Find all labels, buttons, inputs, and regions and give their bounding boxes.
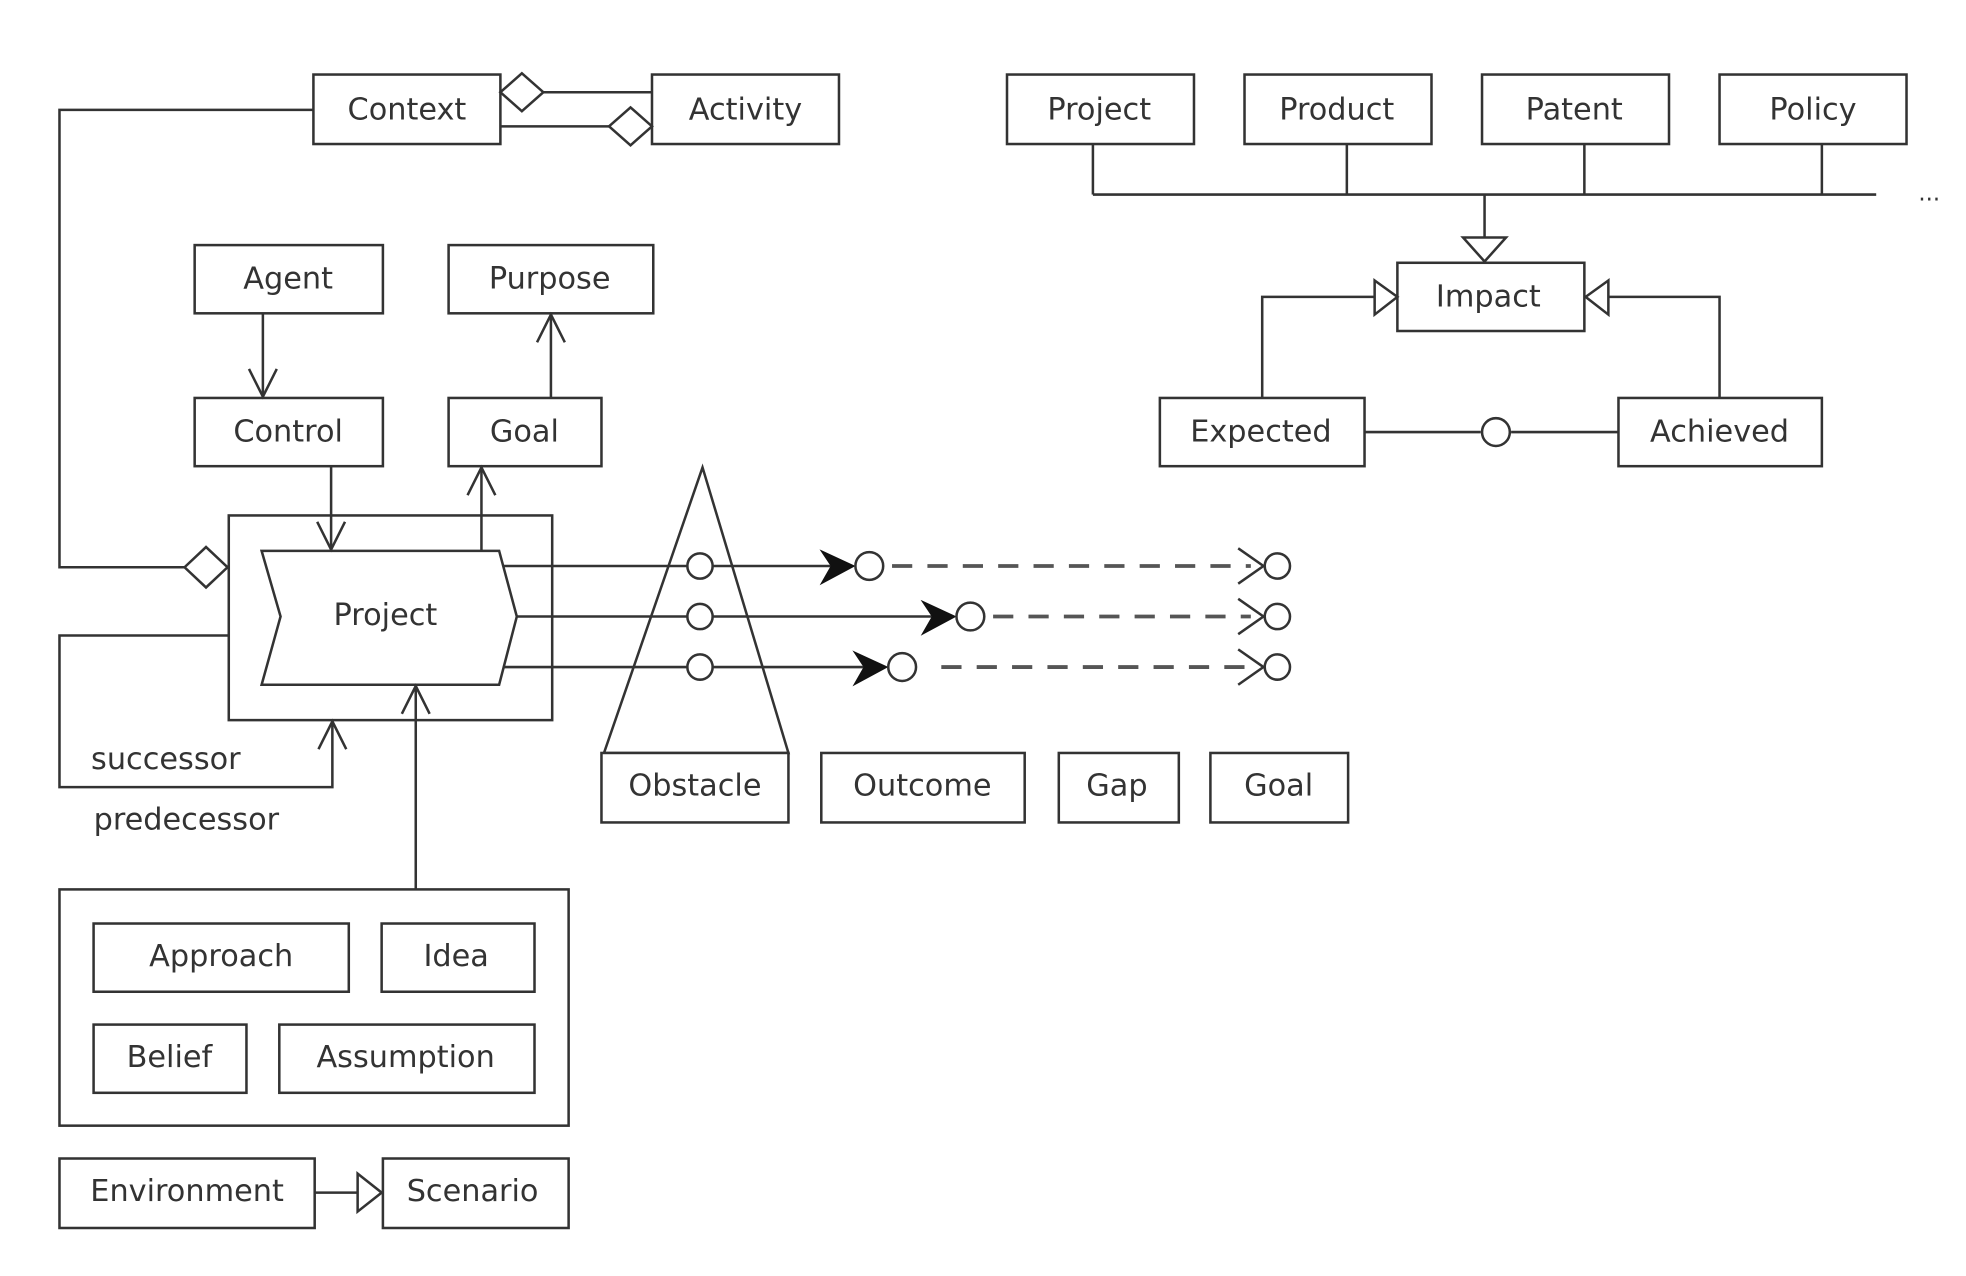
expected-label: Expected — [1190, 415, 1331, 450]
successor-label: successor — [91, 742, 241, 777]
output-line-2 — [516, 597, 1292, 636]
arrow-head-icon — [316, 521, 347, 553]
predecessor-label: predecessor — [94, 802, 280, 837]
ellipsis-more: ... — [1918, 180, 1940, 206]
idea-node[interactable]: Idea — [380, 922, 536, 994]
expected-node[interactable]: Expected — [1158, 396, 1366, 468]
generalization-triangle-icon — [1460, 236, 1509, 264]
agent-node[interactable]: Agent — [193, 243, 385, 315]
environment-scenario-generalization — [314, 1171, 384, 1215]
purpose-node[interactable]: Purpose — [447, 243, 655, 315]
approach-label: Approach — [149, 939, 293, 974]
control-project-arrow — [316, 466, 347, 553]
arrow-head-icon — [247, 368, 278, 400]
impact-source-patent[interactable]: Patent — [1480, 73, 1671, 146]
filled-arrow-icon — [852, 650, 889, 687]
generalization-triangle-icon — [356, 1171, 384, 1215]
scenario-label: Scenario — [407, 1174, 539, 1209]
cross-arrow-icon — [1237, 648, 1266, 686]
obstacle-node[interactable]: Obstacle — [600, 751, 790, 824]
control-node[interactable]: Control — [193, 396, 385, 468]
output-line-1 — [502, 547, 1292, 586]
link-circle-icon — [1480, 416, 1512, 448]
agent-control-arrow — [247, 313, 278, 400]
assumption-node[interactable]: Assumption — [278, 1023, 536, 1095]
outcome-node[interactable]: Outcome — [820, 751, 1026, 824]
impact-source-policy-label: Policy — [1769, 92, 1856, 127]
assumption-label: Assumption — [316, 1040, 494, 1075]
impact-label: Impact — [1436, 279, 1541, 314]
knowledge-project-arrow — [400, 683, 431, 890]
filled-arrow-icon — [819, 549, 856, 586]
successor-predecessor-loop — [58, 634, 348, 789]
belief-label: Belief — [127, 1040, 214, 1075]
impact-source-project[interactable]: Project — [1005, 73, 1196, 146]
context-node[interactable]: Context — [312, 73, 502, 146]
cross-arrow-icon — [1237, 597, 1266, 636]
gap-label: Gap — [1086, 768, 1147, 803]
arrow-head-icon — [466, 464, 497, 496]
impact-source-patent-label: Patent — [1526, 92, 1623, 127]
belief-node[interactable]: Belief — [92, 1023, 248, 1095]
environment-node[interactable]: Environment — [58, 1157, 316, 1230]
goal-outcome-label: Goal — [1244, 768, 1313, 803]
project-label: Project — [334, 598, 438, 633]
aggregation-context-activity — [498, 71, 654, 147]
control-label: Control — [233, 415, 343, 450]
generalization-triangle-icon — [1583, 277, 1610, 318]
goal-outcome-node[interactable]: Goal — [1209, 751, 1350, 824]
expected-achieved-link — [1364, 416, 1619, 448]
achieved-label: Achieved — [1650, 415, 1789, 450]
environment-label: Environment — [90, 1174, 284, 1209]
project-goal-arrow — [466, 464, 497, 551]
impact-source-product[interactable]: Product — [1243, 73, 1433, 146]
context-label: Context — [348, 92, 467, 127]
outcome-label: Outcome — [853, 768, 991, 803]
expected-impact-generalization — [1260, 277, 1400, 398]
generalization-triangle-icon — [1373, 277, 1400, 318]
activity-label: Activity — [689, 92, 802, 127]
agent-label: Agent — [243, 262, 333, 297]
goal-purpose-arrow — [535, 311, 566, 398]
achieved-node[interactable]: Achieved — [1617, 396, 1824, 468]
impact-source-product-label: Product — [1279, 92, 1394, 127]
aggregation-diamond-icon — [607, 105, 654, 147]
filled-arrow-icon — [920, 599, 957, 636]
goal-node[interactable]: Goal — [447, 396, 603, 468]
cross-arrow-icon — [1237, 547, 1266, 585]
purpose-label: Purpose — [489, 262, 611, 297]
activity-node[interactable]: Activity — [650, 73, 841, 146]
arrow-head-icon — [400, 683, 431, 715]
impact-source-project-label: Project — [1047, 92, 1151, 127]
impact-source-policy[interactable]: Policy — [1718, 73, 1908, 146]
goal-label: Goal — [490, 415, 559, 450]
idea-label: Idea — [423, 939, 488, 974]
achieved-impact-generalization — [1583, 277, 1721, 398]
arrow-head-icon — [535, 311, 566, 343]
aggregation-diamond-icon — [498, 71, 546, 113]
scenario-node[interactable]: Scenario — [381, 1157, 570, 1230]
gap-node[interactable]: Gap — [1057, 751, 1181, 824]
impact-source-bus — [1091, 144, 1877, 264]
project-node[interactable]: Project — [259, 549, 519, 687]
obstacle-label: Obstacle — [628, 768, 761, 803]
approach-node[interactable]: Approach — [92, 922, 351, 994]
output-line-3 — [502, 648, 1292, 687]
arrow-head-icon — [317, 718, 348, 750]
aggregation-diamond-icon — [182, 545, 230, 590]
impact-node[interactable]: Impact — [1396, 261, 1586, 333]
